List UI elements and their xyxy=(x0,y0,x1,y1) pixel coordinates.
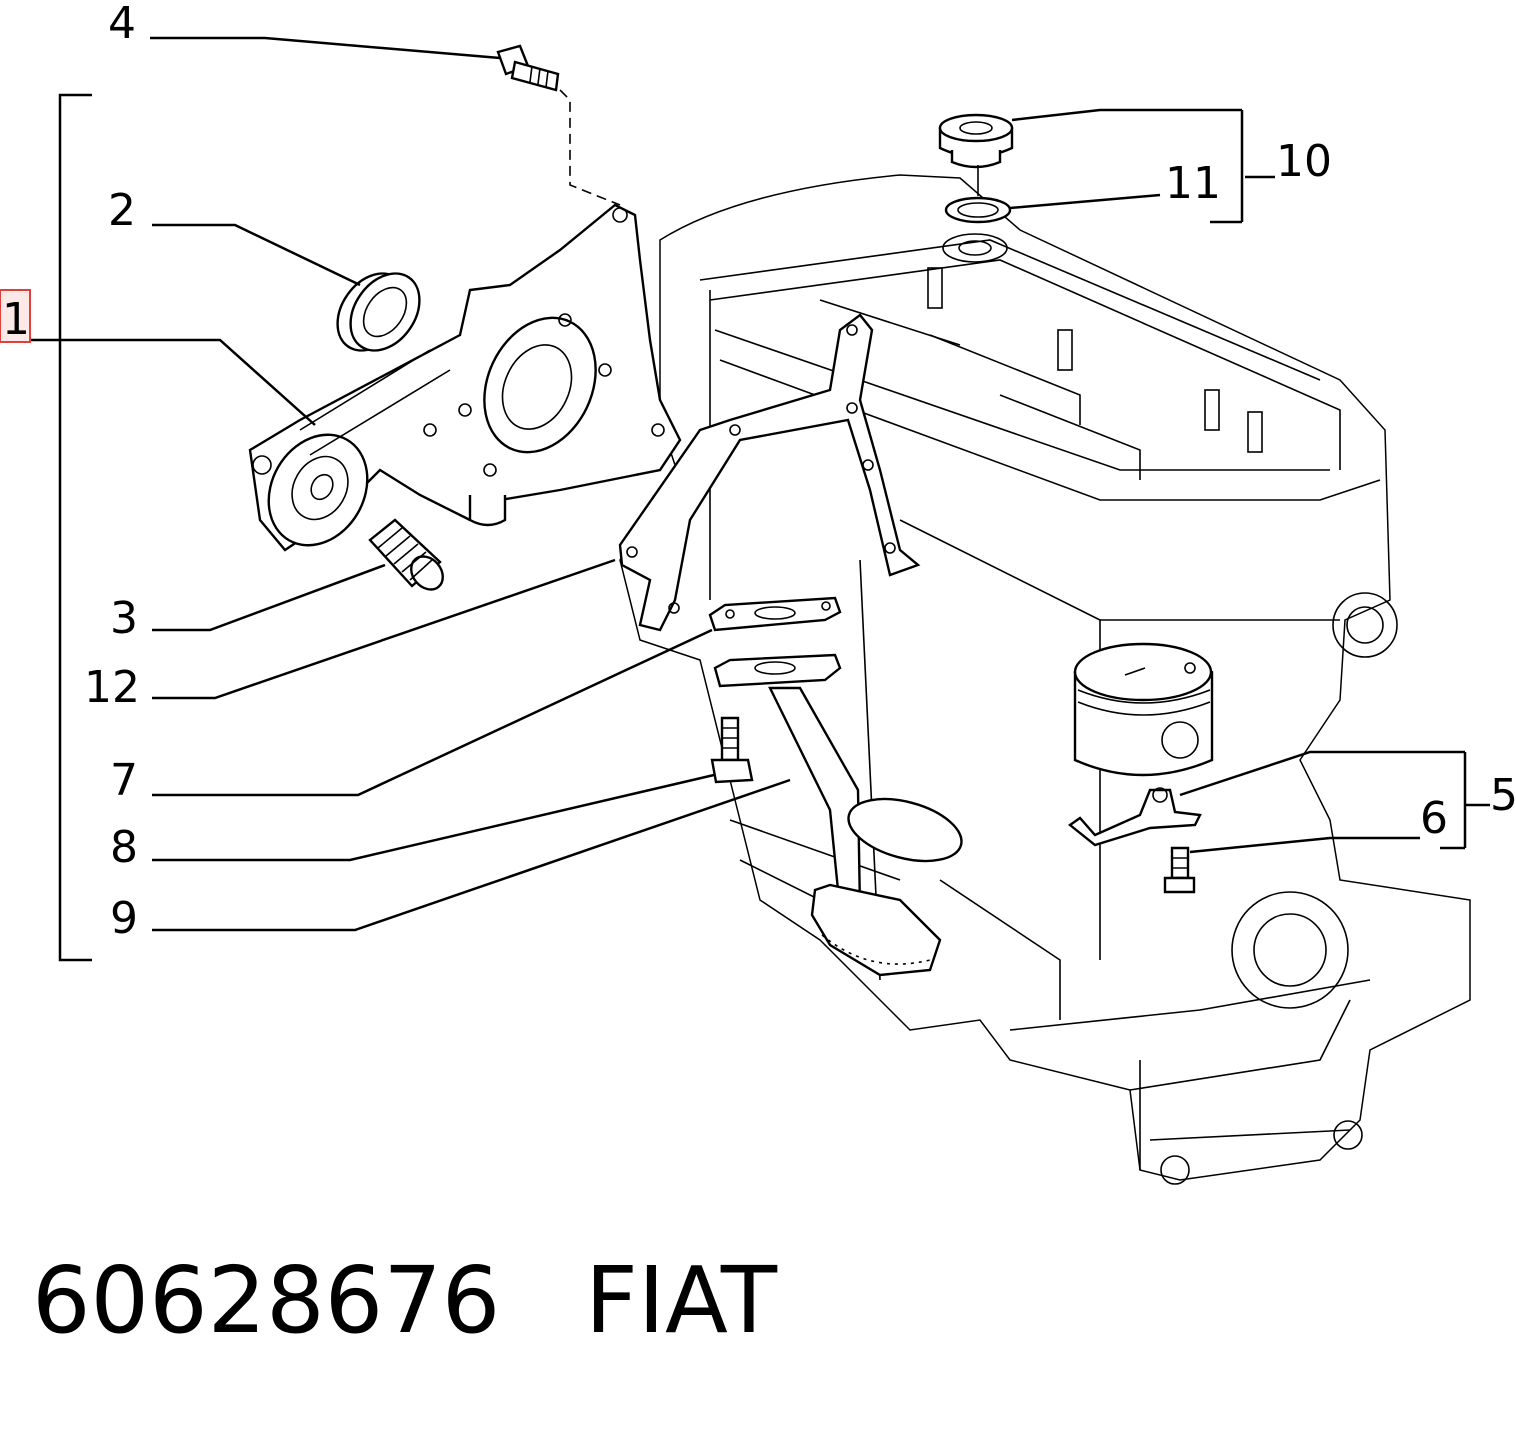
pickup-bolt xyxy=(710,716,754,784)
oil-pump-body xyxy=(248,203,682,552)
relief-valve-spring xyxy=(368,518,444,591)
callout-3: 3 xyxy=(110,593,138,644)
callout-12: 12 xyxy=(84,662,140,713)
callout-4: 4 xyxy=(108,0,136,49)
callout-5: 5 xyxy=(1490,770,1516,821)
oil-pickup-tube xyxy=(713,653,963,977)
pickup-gasket xyxy=(708,596,842,632)
callout-8: 8 xyxy=(110,822,138,873)
part-number: 60628676 xyxy=(32,1247,501,1354)
callout-1-highlight xyxy=(0,289,31,343)
callout-9: 9 xyxy=(110,893,138,944)
oil-jet-bolt xyxy=(1163,846,1196,894)
leader-lines xyxy=(30,36,1490,962)
piston xyxy=(1073,642,1214,777)
brand-name: FIAT xyxy=(585,1247,778,1354)
mounting-bolt xyxy=(496,44,621,206)
callout-2: 2 xyxy=(108,185,136,236)
callout-1: 1 xyxy=(2,294,30,345)
crankshaft-seal-ring xyxy=(336,272,421,352)
callout-7: 7 xyxy=(110,755,138,806)
filler-cap-seal xyxy=(944,165,1012,224)
callout-10: 10 xyxy=(1276,136,1332,187)
callout-6: 6 xyxy=(1420,793,1448,844)
oil-filler-cap xyxy=(938,113,1014,169)
callout-11: 11 xyxy=(1165,158,1221,209)
oil-jet xyxy=(1067,787,1202,847)
pump-gasket xyxy=(618,313,921,632)
